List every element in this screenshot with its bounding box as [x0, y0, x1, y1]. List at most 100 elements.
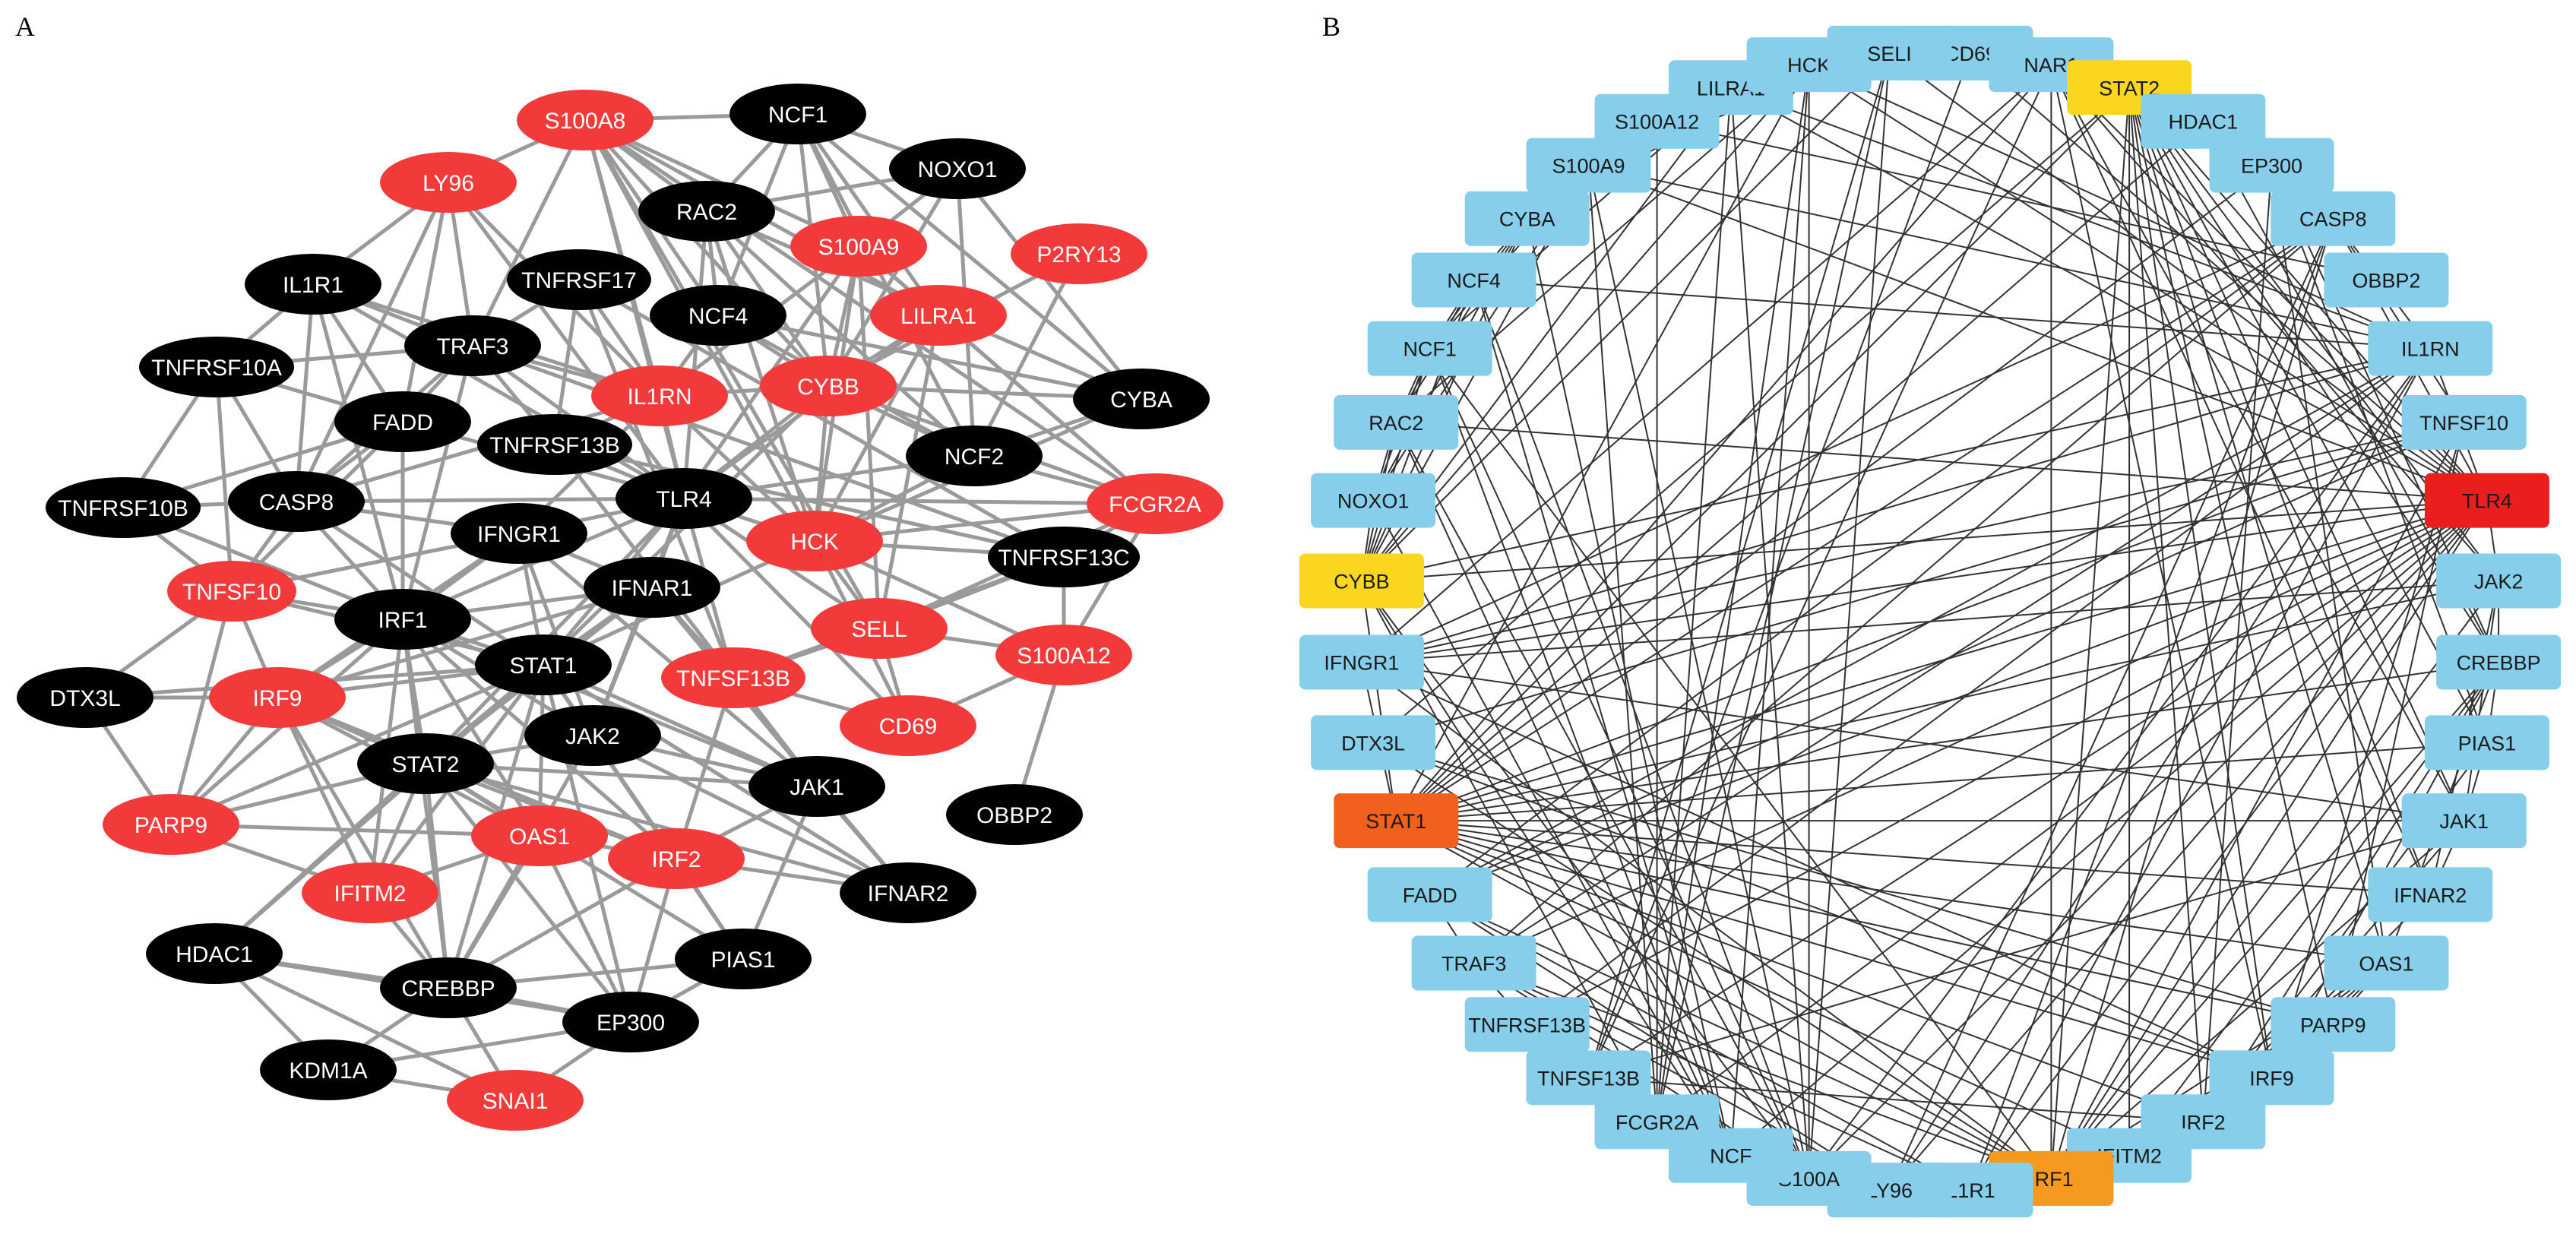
- node-b-casp8[interactable]: CASP8: [2271, 191, 2396, 246]
- node-b-noxo1[interactable]: NOXO1: [1311, 473, 1436, 528]
- node-b-parp9[interactable]: PARP9: [2271, 997, 2396, 1052]
- node-a-tnfrsf10a[interactable]: TNFRSF10A: [139, 337, 294, 397]
- node-a-ncf4[interactable]: NCF4: [650, 285, 786, 346]
- node-b-jak2[interactable]: JAK2: [2436, 553, 2562, 609]
- edge-ncf1-s100a8: [1429, 348, 1810, 1179]
- node-b-irf9[interactable]: IRF9: [2209, 1050, 2334, 1106]
- node-a-ep300[interactable]: EP300: [562, 992, 699, 1052]
- node-label: CREBBP: [401, 976, 495, 1001]
- node-b-tnfsf10[interactable]: TNFSF10: [2401, 394, 2527, 450]
- edge-tlr4-tnfrsf13b: [1527, 499, 2488, 1026]
- node-a-ncf1[interactable]: NCF1: [729, 84, 866, 144]
- node-a-ncf2[interactable]: NCF2: [906, 426, 1043, 486]
- node-b-cyba[interactable]: CYBA: [1464, 191, 1590, 246]
- node-a-cybb[interactable]: CYBB: [760, 356, 897, 416]
- node-a-sell[interactable]: SELL: [811, 598, 948, 659]
- node-a-jak2[interactable]: JAK2: [524, 705, 661, 766]
- node-b-oas1[interactable]: OAS1: [2324, 935, 2449, 991]
- node-b-ifnar2[interactable]: IFNAR2: [2368, 867, 2493, 922]
- node-a-rac2[interactable]: RAC2: [638, 181, 775, 242]
- node-label: FCGR2A: [1616, 1111, 1699, 1134]
- node-a-parp9[interactable]: PARP9: [103, 794, 239, 855]
- edge-rac2-hck: [704, 210, 817, 542]
- node-a-hck[interactable]: HCK: [746, 511, 883, 571]
- edge-stat1-ifnar2: [542, 663, 910, 895]
- node-b-crebbp[interactable]: CREBBP: [2436, 634, 2562, 690]
- node-a-tlr4[interactable]: TLR4: [616, 468, 752, 529]
- node-b-fadd[interactable]: FADD: [1367, 867, 1492, 922]
- node-b-tnfsf13b[interactable]: TNFSF13B: [1526, 1050, 1651, 1106]
- node-b-stat1[interactable]: STAT1: [1334, 793, 1459, 849]
- node-a-tnfsf10[interactable]: TNFSF10: [167, 561, 296, 622]
- edge-ly96-casp8: [1888, 218, 2334, 1191]
- node-b-ncf1[interactable]: NCF1: [1367, 321, 1492, 376]
- node-a-traf3[interactable]: TRAF3: [404, 315, 541, 376]
- node-a-noxo1[interactable]: NOXO1: [889, 138, 1026, 199]
- node-a-tnfrsf17[interactable]: TNFRSF17: [507, 249, 651, 310]
- node-shape: [475, 634, 612, 695]
- node-b-hdac1[interactable]: HDAC1: [2141, 93, 2266, 149]
- node-shape: [380, 152, 517, 213]
- node-b-traf3[interactable]: TRAF3: [1411, 935, 1536, 991]
- node-label: LILRA1: [900, 304, 976, 329]
- node-label: TNFRSF13B: [489, 433, 620, 458]
- node-shape: [2271, 997, 2396, 1052]
- node-a-ifnar2[interactable]: IFNAR2: [840, 862, 976, 923]
- node-b-ep300[interactable]: EP300: [2209, 138, 2334, 193]
- node-label: FADD: [1403, 884, 1457, 907]
- node-b-pias1[interactable]: PIAS1: [2424, 715, 2549, 770]
- edge-casp8-tnfsf10: [2332, 218, 2465, 423]
- node-a-dtx3l[interactable]: DTX3L: [17, 667, 153, 728]
- node-b-fcgr2a[interactable]: FCGR2A: [1594, 1094, 1720, 1150]
- node-a-ifngr1[interactable]: IFNGR1: [451, 503, 587, 564]
- node-a-oas1[interactable]: OAS1: [471, 805, 608, 866]
- node-a-ifitm2[interactable]: IFITM2: [302, 862, 438, 923]
- node-b-cybb[interactable]: CYBB: [1299, 553, 1424, 609]
- node-a-tnfsf13b[interactable]: TNFSF13B: [661, 647, 805, 708]
- node-a-p2ry13[interactable]: P2RY13: [1011, 223, 1147, 284]
- node-b-rac2[interactable]: RAC2: [1334, 394, 1459, 450]
- node-a-jak1[interactable]: JAK1: [748, 756, 885, 817]
- node-a-kdm1a[interactable]: KDM1A: [260, 1039, 397, 1100]
- node-a-irf1[interactable]: IRF1: [334, 589, 471, 650]
- node-b-jak1[interactable]: JAK1: [2401, 793, 2527, 849]
- edge-ifngr1-irf9: [1361, 661, 2272, 1079]
- node-a-irf2[interactable]: IRF2: [608, 828, 745, 889]
- node-shape: [2271, 191, 2396, 246]
- node-b-s100a9[interactable]: S100A9: [1526, 138, 1651, 193]
- node-b-obbp2[interactable]: OBBP2: [2324, 252, 2449, 308]
- node-a-fcgr2a[interactable]: FCGR2A: [1087, 473, 1223, 534]
- node-a-s100a12[interactable]: S100A12: [995, 625, 1132, 685]
- node-a-cyba[interactable]: CYBA: [1073, 369, 1210, 429]
- node-a-il1r1[interactable]: IL1R1: [245, 254, 381, 315]
- node-b-sell[interactable]: SELI: [1827, 25, 1952, 81]
- node-a-stat1[interactable]: STAT1: [475, 634, 612, 695]
- node-label: IRF9: [252, 686, 302, 711]
- node-a-obbp2[interactable]: OBBP2: [946, 784, 1083, 845]
- node-a-lilra1[interactable]: LILRA1: [870, 285, 1007, 346]
- node-b-il1rn[interactable]: IL1RN: [2368, 321, 2493, 376]
- node-a-cd69[interactable]: CD69: [840, 695, 976, 756]
- node-a-fadd[interactable]: FADD: [334, 391, 471, 452]
- node-a-tnfrsf13b[interactable]: TNFRSF13B: [477, 414, 632, 475]
- edge-ifngr1-il1rn: [1361, 347, 2431, 663]
- node-a-stat2[interactable]: STAT2: [357, 733, 494, 794]
- node-a-pias1[interactable]: PIAS1: [675, 929, 812, 989]
- node-b-ncf4[interactable]: NCF4: [1411, 252, 1536, 308]
- node-b-dtx3l[interactable]: DTX3L: [1311, 715, 1436, 770]
- node-a-crebbp[interactable]: CREBBP: [380, 957, 517, 1018]
- node-a-snai1[interactable]: SNAI1: [447, 1070, 584, 1131]
- node-a-tnfrsf10b[interactable]: TNFRSF10B: [46, 477, 201, 538]
- node-a-irf9[interactable]: IRF9: [209, 667, 346, 728]
- node-b-tlr4[interactable]: TLR4: [2424, 473, 2549, 528]
- node-a-ifnar1[interactable]: IFNAR1: [584, 557, 720, 618]
- node-a-casp8[interactable]: CASP8: [228, 471, 365, 532]
- node-b-tnfrsf13b[interactable]: TNFRSF13B: [1464, 997, 1590, 1052]
- node-a-ly96[interactable]: LY96: [380, 152, 517, 213]
- node-a-s100a8[interactable]: S100A8: [517, 90, 653, 150]
- node-b-ifngr1[interactable]: IFNGR1: [1299, 634, 1424, 690]
- node-a-s100a9[interactable]: S100A9: [790, 216, 927, 277]
- node-a-tnfrsf13c[interactable]: TNFRSF13C: [988, 527, 1140, 587]
- node-a-hdac1[interactable]: HDAC1: [146, 923, 283, 984]
- node-a-il1rn[interactable]: IL1RN: [591, 365, 728, 426]
